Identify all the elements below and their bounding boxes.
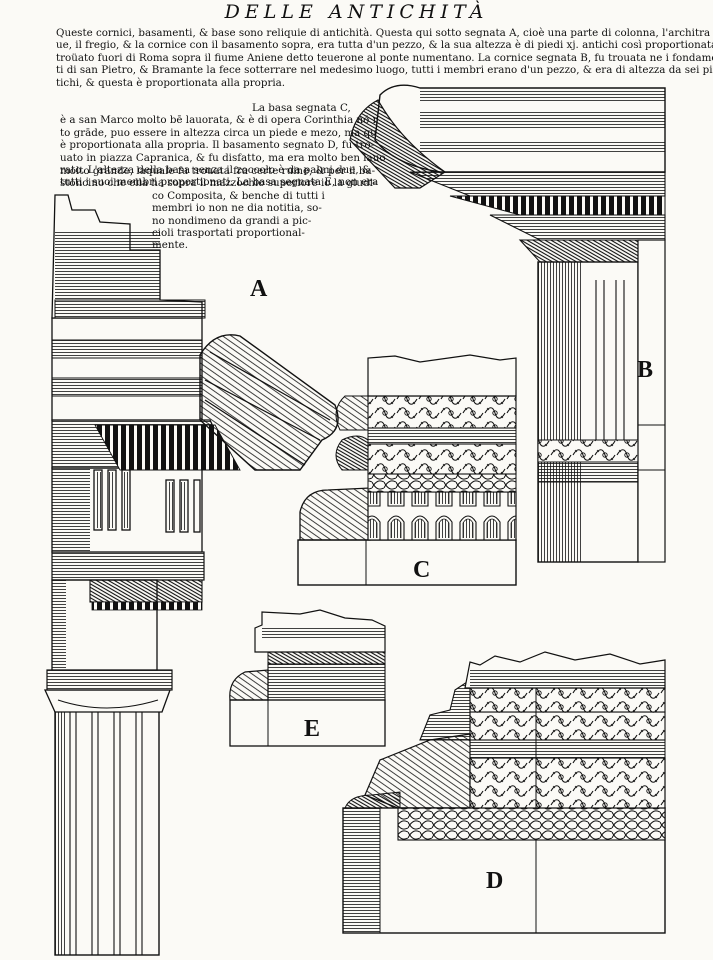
text-line: è proportionata alla propria. Il basamen… — [60, 139, 375, 152]
label-d: D — [486, 868, 504, 894]
text-line: tichi, & questa è proportionata alla pro… — [56, 76, 286, 89]
text-line: tutti i suoi membri proportionati. La ba… — [60, 176, 379, 189]
page-header: DELLE ANTICHITÀ — [224, 1, 489, 23]
text-line: membri io non ne dia notitia, so- — [152, 202, 322, 215]
text-line: ue, il fregio, & la cornice con il basam… — [56, 39, 713, 52]
text-line: troüato fuori di Roma sopra il fiume Ani… — [56, 51, 713, 64]
figure-c-corinthian-base — [297, 354, 517, 586]
label-a: A — [250, 276, 268, 302]
figure-a-column-entablature — [43, 194, 339, 956]
text-line: ti di san Pietro, & Bramante la fece sot… — [56, 64, 713, 77]
text-line: stoncino che ella ha sopra il mazzochio … — [60, 177, 377, 190]
text-line: co Composita, & benche di tutti i — [152, 189, 325, 202]
text-line: Queste cornici, basamenti, & base sono r… — [56, 27, 711, 39]
label-c: C — [413, 557, 431, 583]
figure-e-composite-base — [229, 609, 386, 747]
figure-d-basement — [342, 651, 666, 934]
text-line: mente. — [152, 239, 188, 252]
label-b: B — [637, 357, 654, 383]
text-line: La basa segnata C, — [252, 102, 351, 114]
text-line: molto grande, laquale fu trouata fra cer… — [60, 165, 376, 177]
text-line: è a san Marco molto bē lauorata, & è di … — [60, 114, 392, 127]
text-line: uato in piazza Capranica, & fu disfatto,… — [60, 151, 386, 164]
label-e: E — [304, 716, 321, 742]
figure-b-cornice — [349, 84, 666, 563]
main-paragraph: Queste cornici, basamenti, & base sono r… — [56, 27, 713, 89]
left-paragraph: La basa segnata C, è a san Marco molto b… — [60, 102, 398, 189]
text-line: rato. L'altezza della basa senza il zocc… — [60, 164, 372, 177]
text-line: to grāde, puo essere in altezza circa un… — [60, 126, 399, 139]
wrapped-paragraph: molto grande, laquale fu trouata fra cer… — [60, 165, 376, 252]
text-line: no nondimeno da grandi a pic- — [152, 214, 312, 227]
text-line: cioli trasportati proportional- — [152, 227, 305, 240]
